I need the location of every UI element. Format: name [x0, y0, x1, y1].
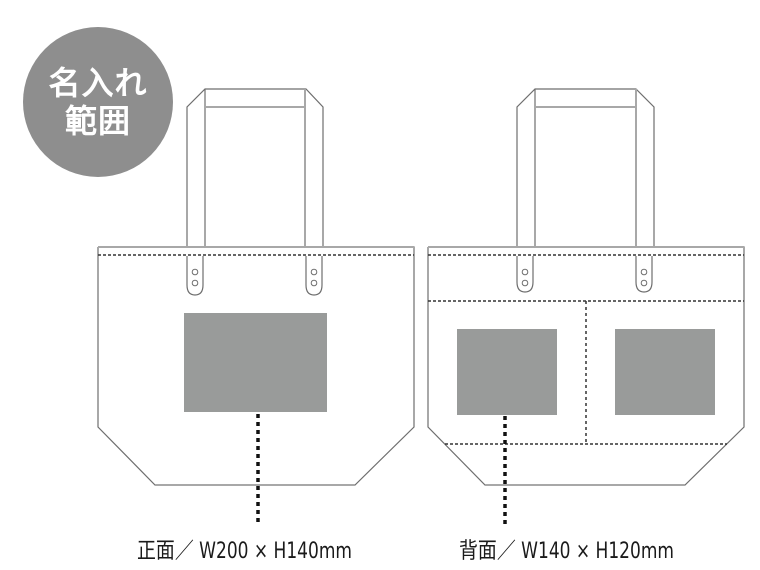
back-caption: 背面／ W140 × H120mm [459, 539, 675, 564]
back-tab-left [516, 256, 534, 293]
front-tab-left [186, 256, 204, 296]
front-handle [186, 88, 324, 247]
front-tab-right [305, 256, 323, 296]
front-print-area [184, 313, 327, 412]
print-area-badge: 名入れ 範囲 [23, 27, 173, 177]
back-bag [427, 88, 745, 524]
back-print-area-right [615, 329, 715, 415]
back-handle [516, 88, 655, 247]
back-print-area-left [457, 329, 557, 415]
front-caption: 正面／ W200 × H140mm [137, 539, 353, 564]
badge-line1: 名入れ [48, 63, 148, 102]
back-tab-right [635, 256, 653, 293]
front-bag [97, 88, 415, 524]
badge-line2: 範囲 [64, 102, 131, 140]
